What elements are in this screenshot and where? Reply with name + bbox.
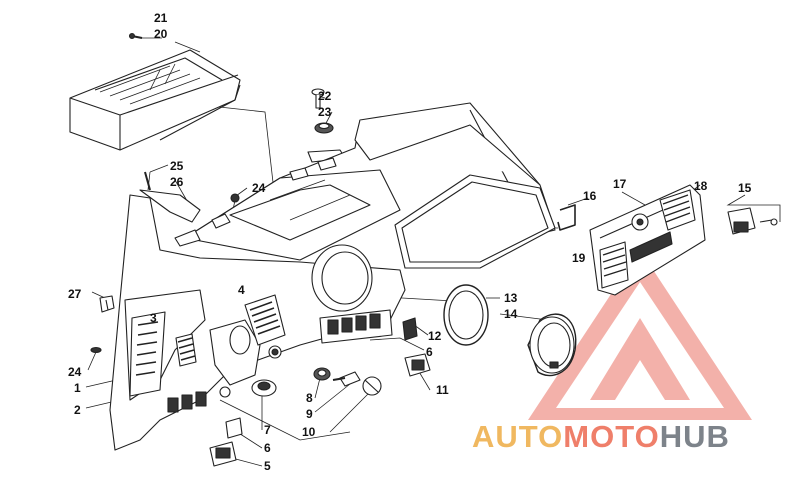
callout-1: 1 [74,381,81,395]
watermark-text: AUTOMOTOHUB [472,419,730,454]
part-screw-22 [311,88,325,109]
leader-24b [87,351,97,371]
leader-5 [231,457,263,467]
leader-16 [567,197,589,206]
leader-10 [329,391,371,433]
part-switch-11 [404,353,431,377]
projection-line-6 [219,399,351,441]
callout-6b: 6 [264,441,271,455]
part-connector-7 [251,379,277,397]
part-bezel-ring-13 [443,284,489,346]
callout-12: 12 [428,329,442,343]
callout-4: 4 [238,283,245,297]
part-clip-27 [99,295,115,313]
part-switch-5 [209,441,237,467]
part-screw-21 [128,32,143,40]
leader-17 [621,191,646,206]
callout-3: 3 [150,311,157,325]
callout-26: 26 [170,175,184,189]
leader-9 [314,383,351,413]
callout-14: 14 [504,307,518,321]
callout-25: 25 [170,159,184,173]
watermark-text-auto: AUTO [472,419,563,454]
part-rivet-24a [230,193,240,203]
callout-13: 13 [504,291,518,305]
callout-7: 7 [264,423,271,437]
part-warning-label-3 [129,311,166,397]
part-ignition-9 [332,371,361,387]
callout-27: 27 [68,287,82,301]
leader-6a [369,337,425,351]
part-rivet-24b [90,346,102,354]
callout-2: 2 [74,403,81,417]
part-clip-16 [557,204,576,231]
part-label-plate [589,184,706,296]
callout-5: 5 [264,459,271,473]
callout-20: 20 [154,27,168,41]
callout-17: 17 [613,177,627,191]
callout-labels: 21 20 22 23 25 26 24 16 17 18 15 19 27 4… [68,11,752,473]
callout-8: 8 [306,391,313,405]
callout-24b: 24 [68,365,82,379]
part-knob-10 [362,376,382,396]
callout-10: 10 [302,425,316,439]
part-key-switch-15 [727,207,778,235]
callout-11: 11 [436,383,449,397]
leader-14 [499,313,549,321]
callout-22: 22 [318,89,332,103]
watermark-logo [528,250,752,420]
part-speedometer-14 [527,313,577,377]
callout-23: 23 [318,105,332,119]
parts-artwork [69,32,778,467]
watermark-text-moto: MOTO [563,419,659,454]
callout-15: 15 [738,181,752,195]
callout-6a: 6 [426,345,433,359]
callout-18: 18 [694,179,708,193]
watermark-inner-a-icon [590,318,690,400]
leader-15 [726,194,781,222]
part-bracket-26 [139,171,201,223]
callout-24a: 24 [252,181,266,195]
part-switch-6b [225,417,243,439]
part-nut-8 [313,367,331,381]
watermark-text-hub: HUB [660,419,730,454]
part-storage-tray [69,49,241,151]
callout-19: 19 [572,251,586,265]
callout-21: 21 [154,11,168,25]
callout-16: 16 [583,189,597,203]
leader-20b [174,41,201,53]
leader-8 [314,377,321,399]
watermark-triangle-icon [528,250,752,420]
callout-9: 9 [306,407,313,421]
part-switch-12 [402,317,418,341]
leader-25 [149,164,169,173]
